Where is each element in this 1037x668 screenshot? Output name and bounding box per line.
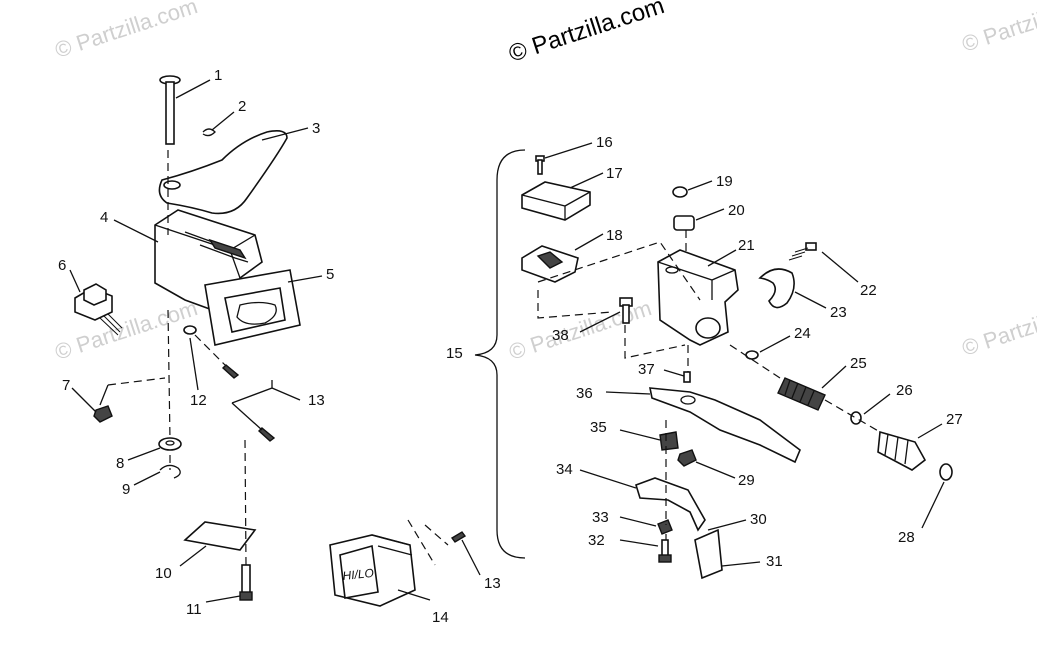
part-label-34: 34 <box>556 461 573 478</box>
part-label-19: 19 <box>716 173 733 190</box>
part-boot <box>204 269 301 346</box>
part-screw-16 <box>535 155 545 175</box>
part-label-31: 31 <box>766 553 783 570</box>
part-label-6: 6 <box>58 257 66 274</box>
part-screw <box>257 427 276 442</box>
watermark-main: © Partzilla.com <box>506 0 668 68</box>
part-label-7: 7 <box>62 377 70 394</box>
part-label-27: 27 <box>946 411 963 428</box>
part-bolt <box>239 564 253 601</box>
left-assembly <box>74 75 301 601</box>
part-label-13: 13 <box>308 392 325 409</box>
part-label-38: 38 <box>552 327 569 344</box>
part-label-8: 8 <box>116 455 124 472</box>
part-label-15: 15 <box>446 345 463 362</box>
part-label-17: 17 <box>606 165 623 182</box>
part-seal <box>939 463 953 481</box>
leader-lines <box>69 79 945 603</box>
part-label-13b: 13 <box>484 575 501 592</box>
part-clamp <box>758 268 795 309</box>
part-label-1: 1 <box>214 67 222 84</box>
part-pad <box>694 528 723 580</box>
watermark-faint: © Partzilla.com <box>52 0 201 63</box>
part-label-25: 25 <box>850 355 867 372</box>
part-bolt-38 <box>619 297 633 324</box>
part-label-16: 16 <box>596 134 613 151</box>
part-spring-35 <box>659 431 679 451</box>
part-pivot-pin <box>683 371 691 383</box>
part-label-10: 10 <box>155 565 172 582</box>
switch-label: HI/LO <box>342 566 375 583</box>
part-washer-small <box>183 325 197 335</box>
part-label-18: 18 <box>606 227 623 244</box>
part-label-12: 12 <box>190 392 207 409</box>
watermark-faint: © Partzilla.com <box>959 291 1037 361</box>
part-label-21: 21 <box>738 237 755 254</box>
part-labels: 1 2 3 4 5 6 7 8 9 10 11 12 13 13 14 15 1… <box>58 67 963 626</box>
part-hi-lo-switch: HI/LO <box>329 519 467 607</box>
part-label-28: 28 <box>898 529 915 546</box>
part-nut-33 <box>657 519 673 535</box>
part-label-29: 29 <box>738 472 755 489</box>
part-label-20: 20 <box>728 202 745 219</box>
part-label-36: 36 <box>576 385 593 402</box>
part-label-35: 35 <box>590 419 607 436</box>
part-label-3: 3 <box>312 120 320 137</box>
part-label-2: 2 <box>238 98 246 115</box>
part-plate <box>183 521 257 551</box>
part-nut-19 <box>672 186 688 198</box>
part-pin <box>159 75 181 145</box>
part-screw-32 <box>658 539 672 563</box>
part-label-23: 23 <box>830 304 847 321</box>
part-label-9: 9 <box>122 481 130 498</box>
part-label-11: 11 <box>186 601 202 618</box>
part-label-26: 26 <box>896 382 913 399</box>
part-brake-lever <box>649 387 801 464</box>
part-lever <box>158 130 288 215</box>
part-label-14: 14 <box>432 609 449 626</box>
part-label-32: 32 <box>588 532 605 549</box>
part-clip <box>202 128 216 137</box>
part-label-30: 30 <box>750 511 767 528</box>
part-piston <box>877 430 927 471</box>
part-bolt-22 <box>788 242 817 261</box>
part-nut-29 <box>677 449 697 467</box>
part-reservoir-cover <box>521 181 591 221</box>
part-knob <box>74 283 123 336</box>
part-washer-24 <box>745 350 759 360</box>
part-label-33: 33 <box>592 509 609 526</box>
watermark-faint: © Partzilla.com <box>959 0 1037 57</box>
part-screw <box>221 364 240 379</box>
part-washer-26 <box>850 411 862 425</box>
part-label-22: 22 <box>860 282 877 299</box>
part-washer <box>158 437 182 451</box>
part-bushing <box>673 215 695 231</box>
part-label-37: 37 <box>638 361 655 378</box>
part-spring <box>777 377 826 411</box>
right-assembly <box>474 149 953 580</box>
part-label-24: 24 <box>794 325 811 342</box>
part-label-5: 5 <box>326 266 334 283</box>
part-switch-bracket <box>635 477 706 532</box>
part-nut <box>93 405 113 423</box>
part-label-4: 4 <box>100 209 108 226</box>
part-e-clip <box>159 464 181 479</box>
watermark-faint: © Partzilla.com <box>52 295 201 365</box>
